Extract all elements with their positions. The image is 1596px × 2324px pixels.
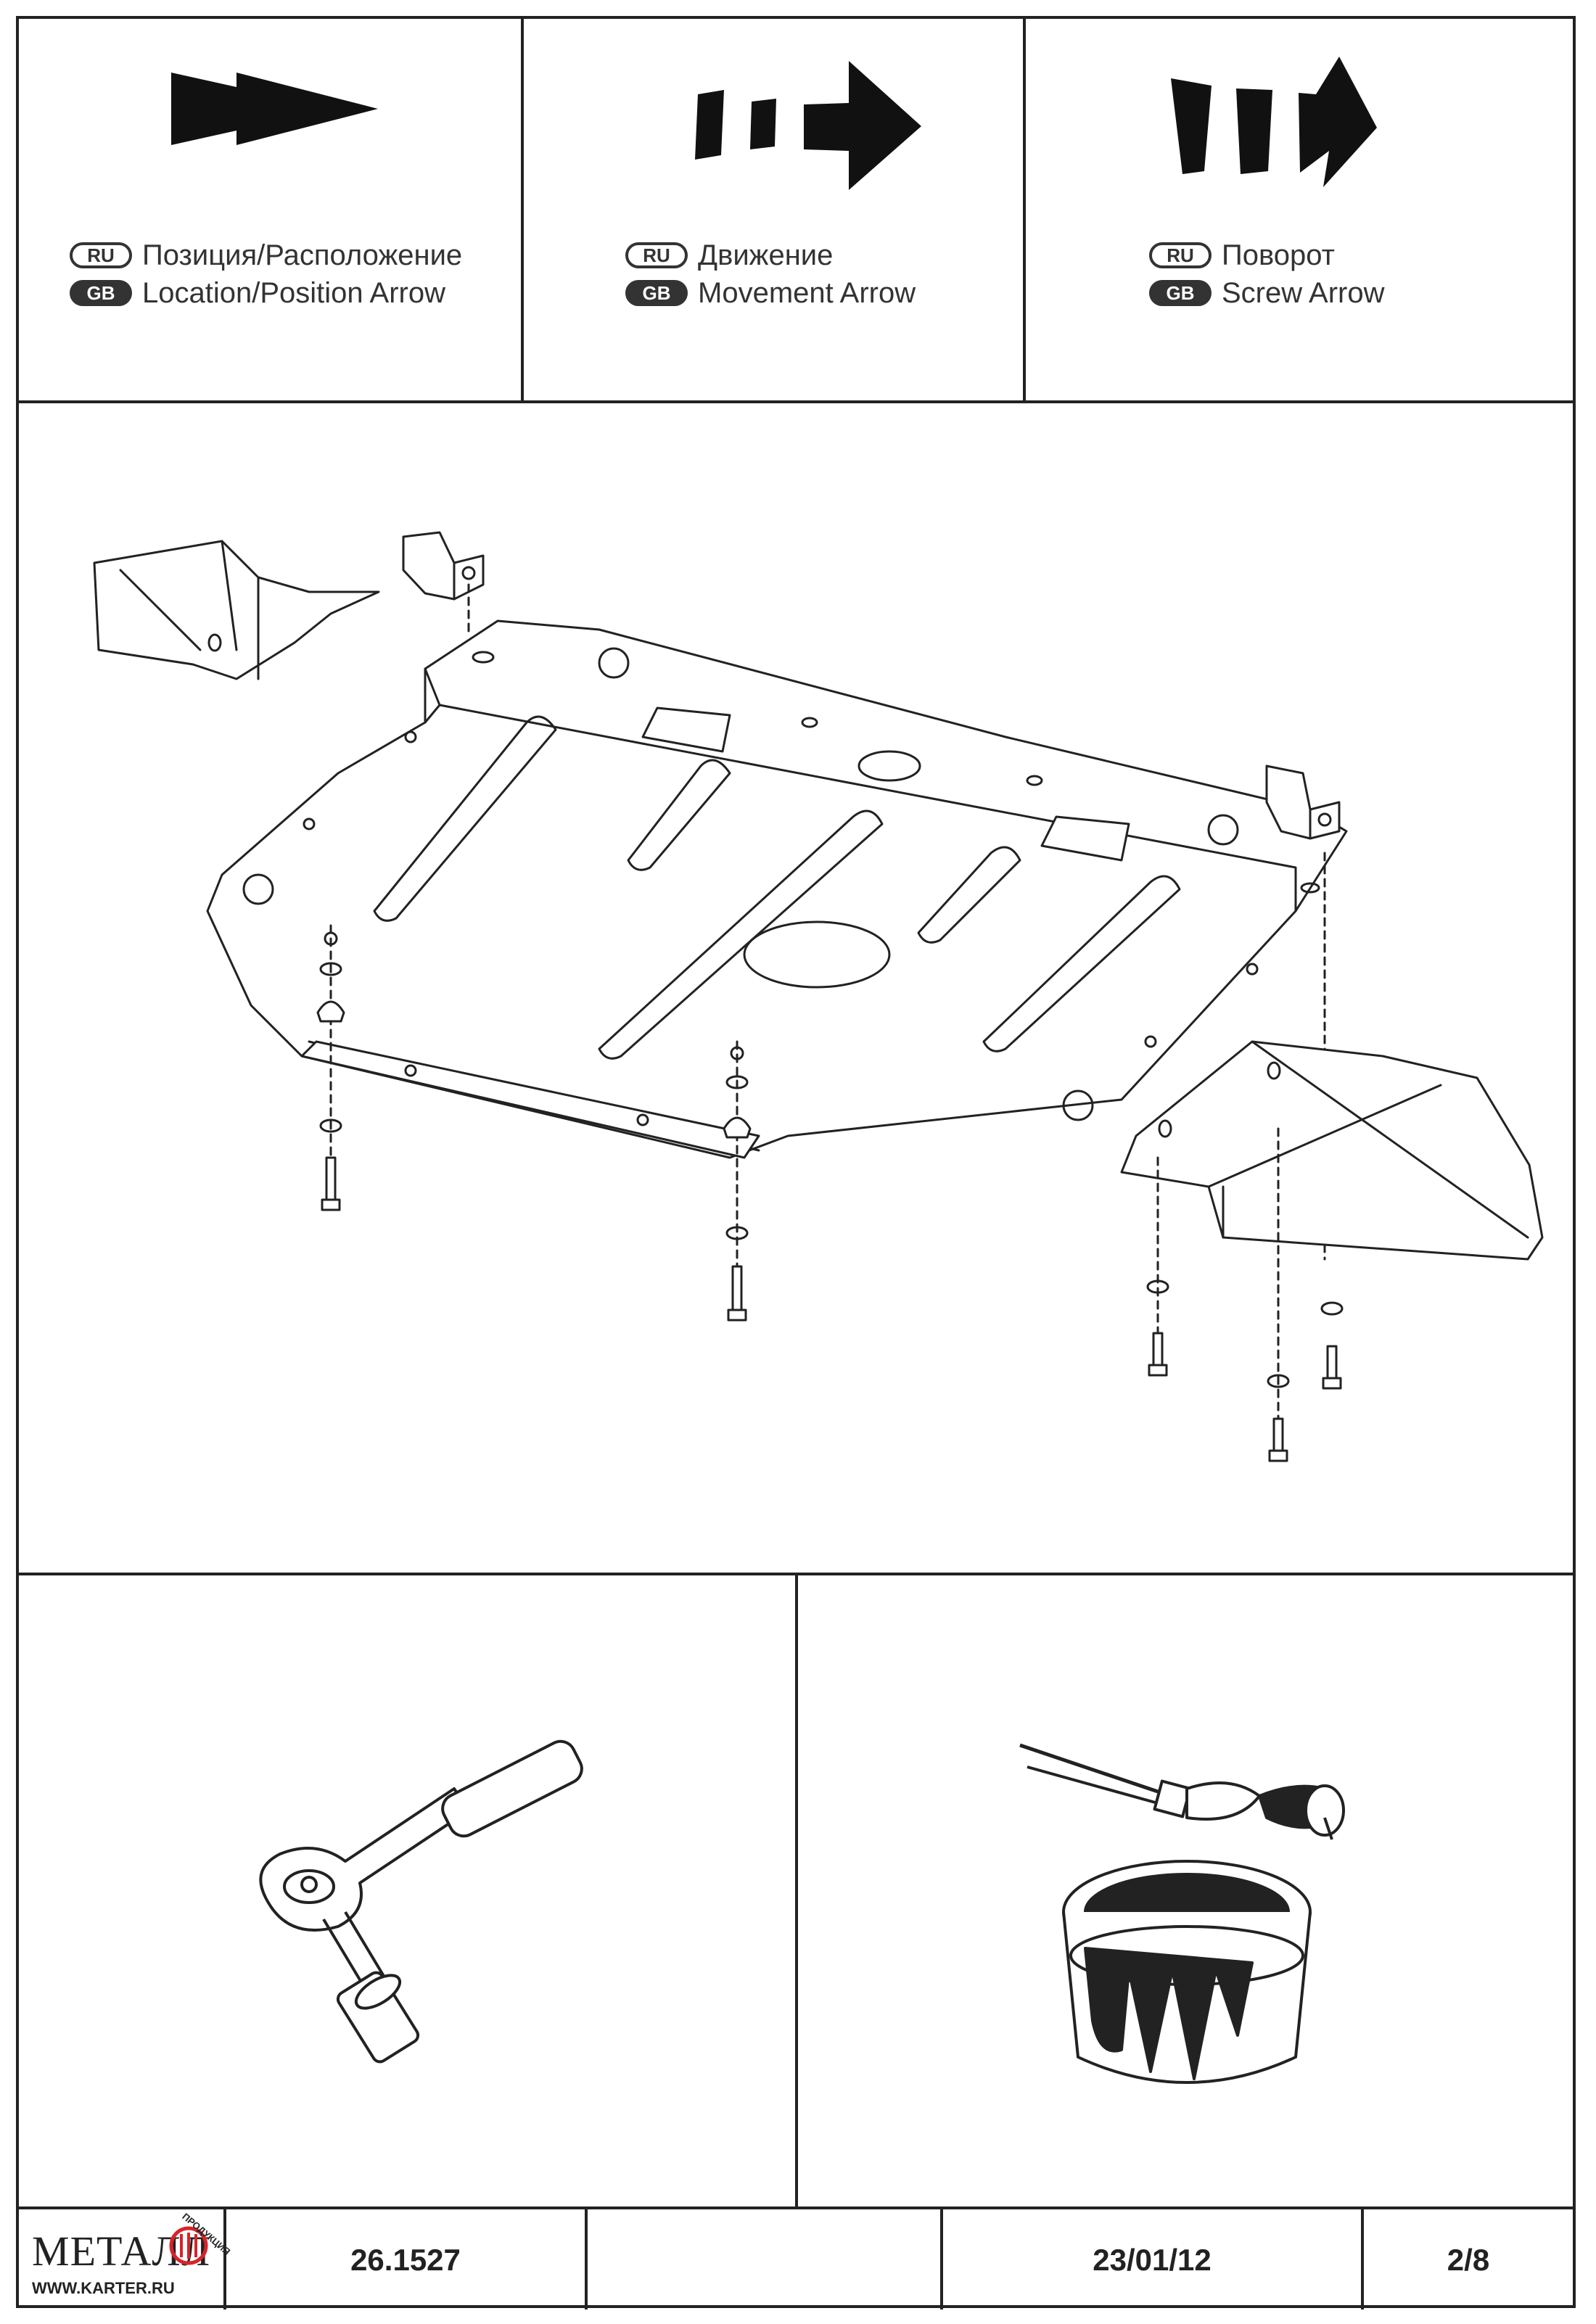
legend-ru-label: Позиция/Расположение	[142, 239, 463, 271]
skid-plate-assembly-drawing	[93, 531, 1544, 1462]
paint-can-brush-icon	[1019, 1743, 1345, 2084]
legend-gb-label: Location/Position Arrow	[142, 277, 446, 309]
logo-emblem	[169, 2226, 208, 2265]
divider-footer-2	[585, 2208, 588, 2309]
location-position-arrow-icon	[171, 73, 378, 145]
divider-legend-bottom	[19, 400, 1573, 403]
gb-tag: GB	[1149, 280, 1212, 306]
divider-tools	[795, 1574, 798, 2208]
legend-screw: RU Поворот GB Screw Arrow	[1026, 19, 1573, 400]
divider-footer-3	[940, 2208, 943, 2309]
legend-ru-label: Движение	[698, 239, 834, 271]
fastener-stack-center	[723, 1040, 752, 1322]
divider-legend-2	[1023, 19, 1026, 402]
divider-footer-top	[19, 2206, 1573, 2209]
divider-footer-1	[223, 2208, 226, 2309]
legend-gb-label: Screw Arrow	[1222, 277, 1385, 309]
fastener-stack-left	[316, 924, 345, 1211]
skid-plate-body	[206, 619, 1348, 1159]
movement-arrow-icon	[695, 61, 921, 190]
issue-date: 23/01/12	[1093, 2243, 1212, 2277]
right-fender-shield	[1120, 1040, 1544, 1261]
gb-tag: GB	[70, 280, 132, 306]
instruction-sheet: RU Позиция/Расположение GB Location/Positi…	[16, 16, 1576, 2309]
legend-gb-label: Movement Arrow	[698, 277, 916, 309]
right-bracket	[1265, 765, 1341, 840]
divider-footer-4	[1361, 2208, 1364, 2309]
stiffening-ribs	[373, 715, 1181, 1060]
legend-location: RU Позиция/Расположение GB Location/Positi…	[19, 19, 521, 400]
part-number: 26.1527	[350, 2243, 461, 2277]
ru-tag: RU	[1149, 242, 1212, 268]
left-fender-shield	[93, 540, 380, 680]
divider-legend-1	[521, 19, 524, 402]
fastener-stack-right	[1146, 1127, 1344, 1462]
ru-tag: RU	[70, 242, 132, 268]
screw-arrow-icon	[1171, 57, 1377, 187]
gb-tag: GB	[625, 280, 688, 306]
logo-url: WWW.KARTER.RU	[32, 2279, 175, 2297]
ru-tag: RU	[625, 242, 688, 268]
legend-ru-label: Поворот	[1222, 239, 1335, 271]
page-number: 2/8	[1447, 2243, 1490, 2277]
footer-logo: МЕТАЛЛ ПРОДУКЦИЯ WWW.KARTER.RU	[22, 2209, 232, 2308]
ratchet-wrench-icon	[259, 1739, 583, 2064]
legend-movement: RU Движение GB Movement Arrow	[524, 19, 1023, 400]
left-bracket	[402, 531, 485, 601]
